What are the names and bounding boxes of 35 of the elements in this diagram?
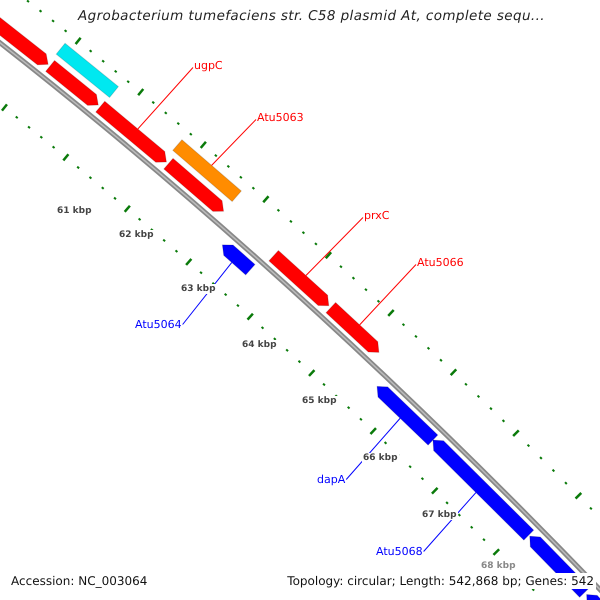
- gene-label: dapA: [317, 473, 346, 486]
- gene-feature: [95, 100, 167, 163]
- leader-line: [346, 418, 401, 480]
- gene-label: Atu5066: [417, 256, 464, 269]
- scale-label: 62 kbp: [118, 230, 155, 240]
- scale-label: 68 kbp: [480, 561, 517, 571]
- gene-feature: [268, 250, 330, 306]
- gene-label: prxC: [364, 209, 390, 222]
- footer-text: Topology: circular; Length: 542,868 bp; Genes: 542: [285, 573, 596, 589]
- gene-label: Atu5063: [257, 111, 304, 124]
- scale-label: 67 kbp: [421, 510, 458, 520]
- leader-line: [305, 217, 364, 276]
- leader-line: [137, 67, 194, 130]
- gene-feature: [376, 386, 438, 446]
- gene-feature: [586, 594, 600, 600]
- gene-block: [56, 42, 120, 98]
- gene-feature: [432, 439, 534, 541]
- gene-feature: [222, 244, 256, 276]
- gene-feature: [325, 302, 380, 353]
- scale-label: 65 kbp: [301, 396, 338, 406]
- scale-label: 66 kbp: [362, 453, 399, 463]
- leader-line: [211, 119, 256, 166]
- gene-label: Atu5068: [376, 545, 423, 558]
- scale-label: 63 kbp: [180, 284, 217, 294]
- gene-feature: [45, 60, 99, 106]
- gene-label: ugpC: [194, 59, 223, 72]
- gene-label: Atu5064: [135, 318, 182, 331]
- leader-line: [423, 492, 476, 552]
- leader-line: [359, 264, 416, 326]
- title: Agrobacterium tumefaciens str. C58 plasmid At, complete sequ...: [78, 8, 545, 24]
- gene-feature: [163, 158, 224, 212]
- scale-label: 64 kbp: [241, 340, 278, 350]
- scale-label: 61 kbp: [56, 206, 93, 216]
- footer-text: Accession: NC_003064: [9, 573, 150, 589]
- gene-block: [172, 139, 242, 202]
